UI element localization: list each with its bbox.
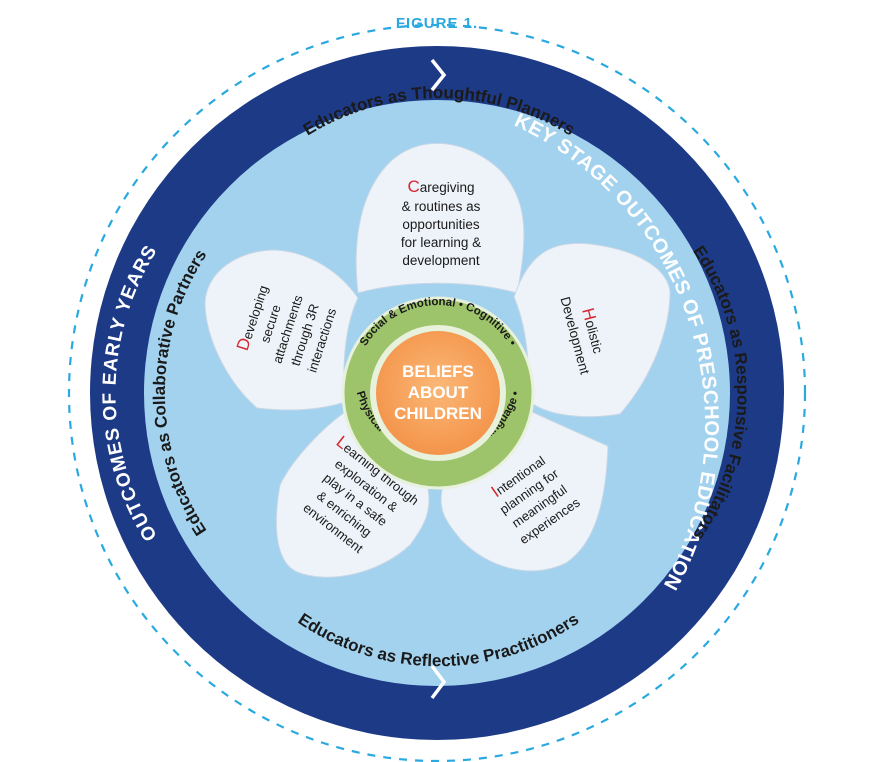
dashed-outer-ring [68,24,806,762]
center-disc [376,331,500,455]
center-label: BELIEFS ABOUT CHILDREN [394,362,482,423]
figure-title: FIGURE 1. [395,15,479,32]
svg-text:BELIEFS: BELIEFS [402,362,474,381]
svg-text:development: development [402,253,480,268]
svg-text:ABOUT: ABOUT [408,383,469,402]
petals [204,142,671,578]
petal-initial-c: C [407,177,419,196]
svg-text:CHILDREN: CHILDREN [394,404,482,423]
svg-text:& routines as: & routines as [402,199,481,214]
svg-text:opportunities: opportunities [402,217,480,232]
svg-text:Caregiving: Caregiving [407,177,474,196]
petal-text-caregiving: Caregiving & routines as opportunities f… [401,177,481,268]
chevron-top-icon [430,58,447,92]
petal-initial-d: D [233,335,255,353]
petal-caregiving [355,142,525,294]
chevron-bottom-icon [430,664,447,700]
svg-text:for learning &: for learning & [401,235,481,250]
petal-initial-h: H [578,306,600,323]
